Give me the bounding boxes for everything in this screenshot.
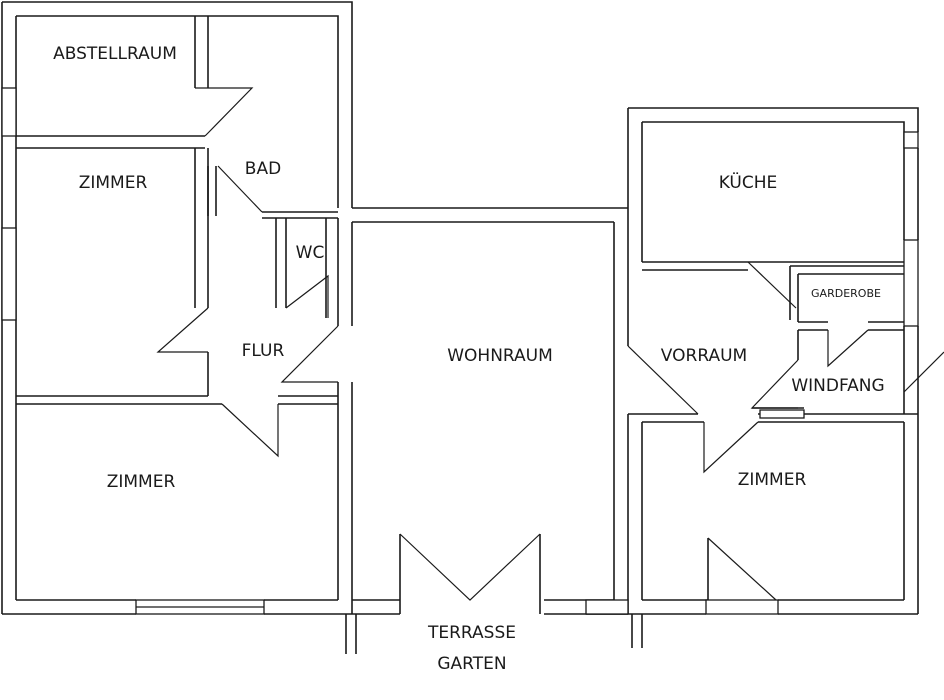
label-windfang: WINDFANG xyxy=(791,376,884,396)
label-bad: BAD xyxy=(245,159,281,179)
room-labels: ABSTELLRAUM ZIMMER BAD WC FLUR ZIMMER WO… xyxy=(53,44,885,492)
label-garderobe: GARDEROBE xyxy=(811,287,881,300)
left-wing-windows xyxy=(1,87,265,615)
label-vorraum: VORRAUM xyxy=(661,346,747,366)
label-wohnraum: WOHNRAUM xyxy=(447,346,553,366)
outside-labels: TERRASSE GARTEN xyxy=(427,623,516,674)
label-zimmer-top-left: ZIMMER xyxy=(79,173,148,193)
right-wing-walls xyxy=(586,107,944,615)
left-wing-walls xyxy=(1,1,353,615)
label-flur: FLUR xyxy=(242,341,285,361)
label-garten: GARTEN xyxy=(437,654,506,674)
label-wc: WC xyxy=(296,243,325,263)
right-wing-windows xyxy=(585,131,919,615)
center-walls xyxy=(345,207,643,654)
label-terrasse: TERRASSE xyxy=(427,623,516,643)
label-kueche: KÜCHE xyxy=(719,171,778,193)
label-abstellraum: ABSTELLRAUM xyxy=(53,44,177,64)
label-zimmer-bottom-left: ZIMMER xyxy=(107,472,176,492)
label-zimmer-bottom-right: ZIMMER xyxy=(738,470,807,490)
